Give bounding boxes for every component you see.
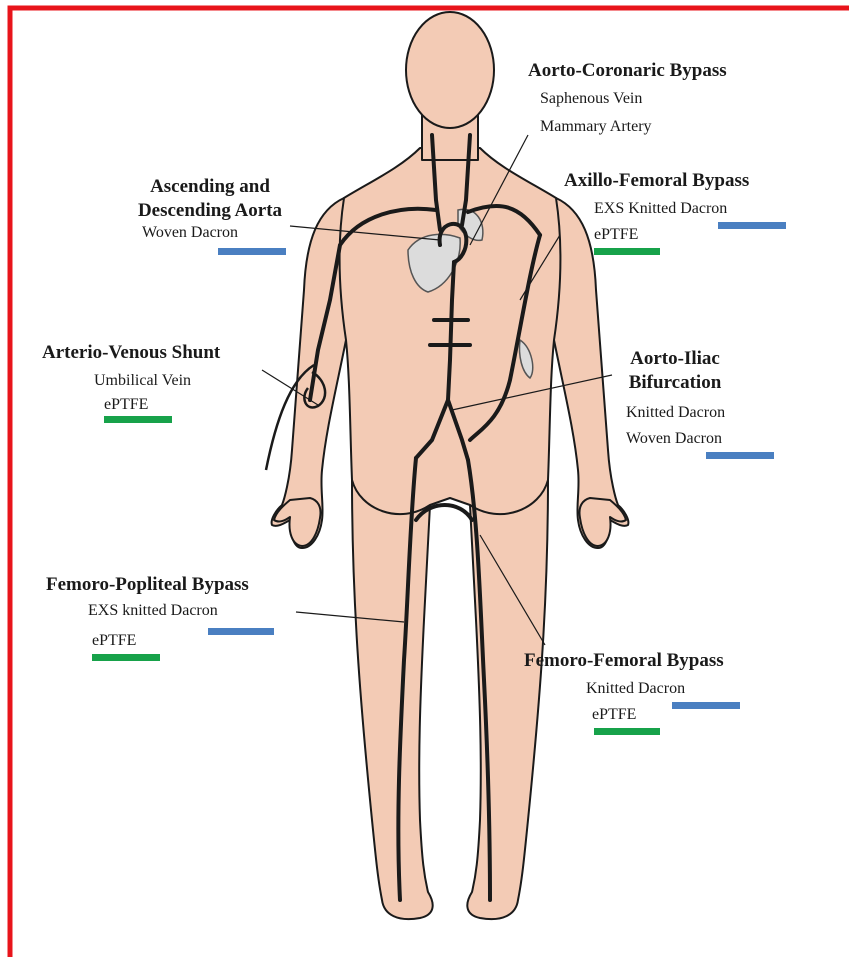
- aorto-iliac-title-2: Bifurcation: [600, 372, 750, 394]
- right-leg: [352, 480, 433, 919]
- axillo-line1: EXS Knitted Dacron: [594, 200, 727, 218]
- femoro-popliteal-line1: EXS knitted Dacron: [88, 602, 218, 620]
- femoro-popliteal-line2: ePTFE: [92, 632, 136, 650]
- left-leg: [467, 480, 548, 919]
- femoro-femoral-line2: ePTFE: [592, 706, 636, 724]
- axillo-eptfe-mark: [594, 248, 660, 255]
- aorto-iliac-dacron-mark: [706, 452, 774, 459]
- aorto-coronaric-line2: Mammary Artery: [540, 118, 652, 136]
- av-shunt-eptfe-mark: [104, 416, 172, 423]
- body-figure: [272, 12, 629, 919]
- aorto-iliac-line1: Knitted Dacron: [626, 404, 725, 422]
- av-shunt-line2: ePTFE: [104, 396, 148, 414]
- ascending-title-1: Ascending and: [110, 176, 310, 198]
- femoro-femoral-line1: Knitted Dacron: [586, 680, 685, 698]
- av-shunt-title: Arterio-Venous Shunt: [42, 342, 220, 364]
- axillo-line2: ePTFE: [594, 226, 638, 244]
- aorto-iliac-title-1: Aorto-Iliac: [600, 348, 750, 370]
- aorto-coronaric-title: Aorto-Coronaric Bypass: [528, 60, 727, 82]
- femoro-popliteal-dacron-mark: [208, 628, 274, 635]
- ascending-title-2: Descending Aorta: [100, 200, 320, 222]
- aorto-iliac-line2: Woven Dacron: [626, 430, 722, 448]
- axillo-title: Axillo-Femoral Bypass: [564, 170, 749, 192]
- aorto-coronaric-line1: Saphenous Vein: [540, 90, 642, 108]
- axillo-dacron-mark: [718, 222, 786, 229]
- ascending-line1: Woven Dacron: [142, 224, 238, 242]
- femoro-femoral-eptfe-mark: [594, 728, 660, 735]
- head: [406, 12, 494, 128]
- femoro-popliteal-title: Femoro-Popliteal Bypass: [46, 574, 249, 596]
- femoro-femoral-dacron-mark: [672, 702, 740, 709]
- av-shunt-line1: Umbilical Vein: [94, 372, 191, 390]
- ascending-dacron-mark: [218, 248, 286, 255]
- femoro-femoral-title: Femoro-Femoral Bypass: [524, 650, 724, 672]
- femoro-popliteal-eptfe-mark: [92, 654, 160, 661]
